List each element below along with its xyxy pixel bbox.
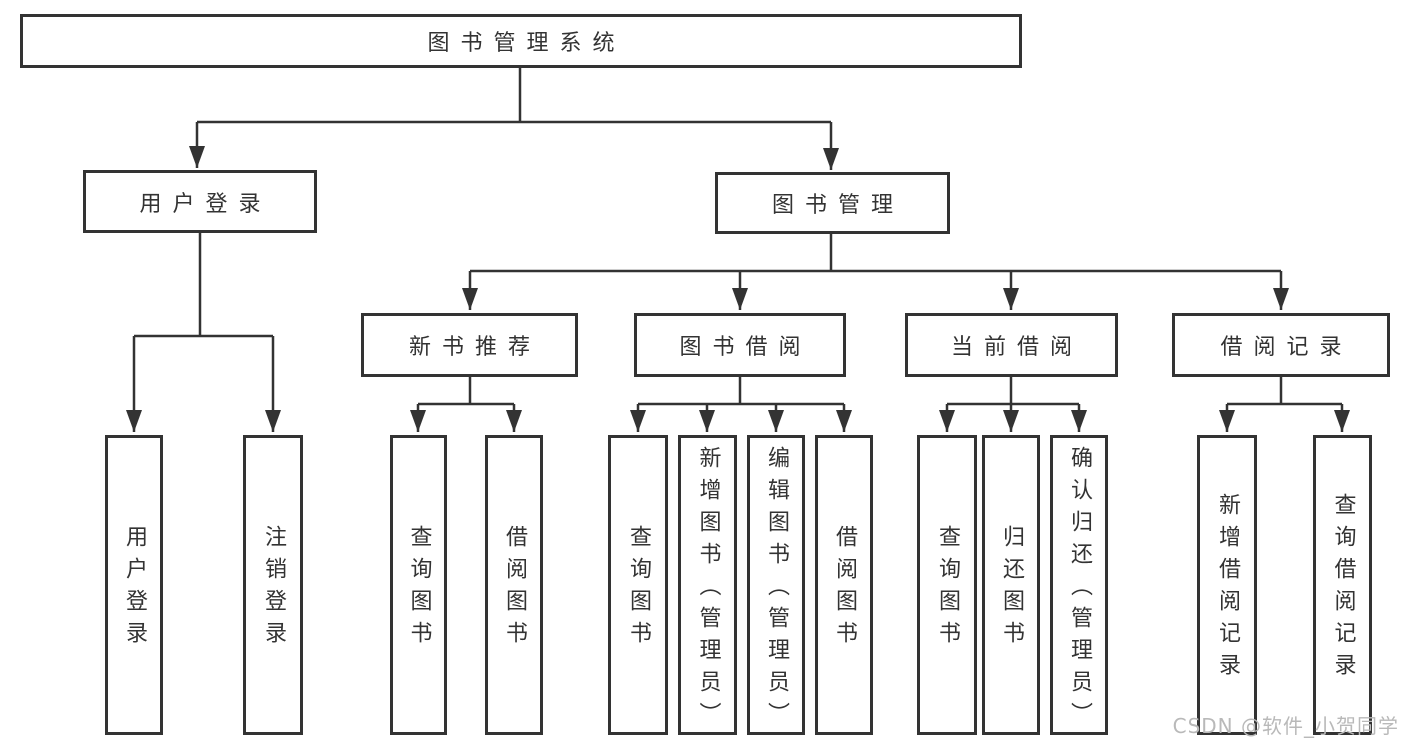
node-book-management: 图书管理 <box>715 172 950 234</box>
node-edit-book-admin: 编辑图书（管理员） <box>747 435 805 735</box>
node-borrow-books-recommend: 借阅图书 <box>485 435 543 735</box>
root-to-level2-connector <box>189 68 839 170</box>
node-borrow-books-borrow: 借阅图书 <box>815 435 873 735</box>
book-management-branch-connector <box>462 234 1289 310</box>
node-add-borrow-record: 新增借阅记录 <box>1197 435 1257 735</box>
node-borrow-records: 借阅记录 <box>1172 313 1390 377</box>
node-user-login: 用户登录 <box>83 170 317 233</box>
node-root: 图书管理系统 <box>20 14 1022 68</box>
node-logout-action: 注销登录 <box>243 435 303 735</box>
borrow-records-connector <box>1219 377 1350 432</box>
current-borrow-connector <box>939 377 1087 432</box>
new-book-recommend-connector <box>410 377 522 432</box>
node-confirm-return-admin: 确认归还（管理员） <box>1050 435 1108 735</box>
node-new-book-recommend: 新书推荐 <box>361 313 578 377</box>
node-query-borrow-record: 查询借阅记录 <box>1313 435 1372 735</box>
node-book-borrow: 图书借阅 <box>634 313 846 377</box>
node-add-book-admin: 新增图书（管理员） <box>678 435 737 735</box>
node-query-books-current: 查询图书 <box>917 435 977 735</box>
node-current-borrow: 当前借阅 <box>905 313 1118 377</box>
node-query-books-borrow: 查询图书 <box>608 435 668 735</box>
book-borrow-connector <box>630 377 852 432</box>
node-return-book: 归还图书 <box>982 435 1040 735</box>
node-query-books-recommend: 查询图书 <box>390 435 447 735</box>
node-user-login-action: 用户登录 <box>105 435 163 735</box>
user-login-branch-connector <box>126 233 281 432</box>
